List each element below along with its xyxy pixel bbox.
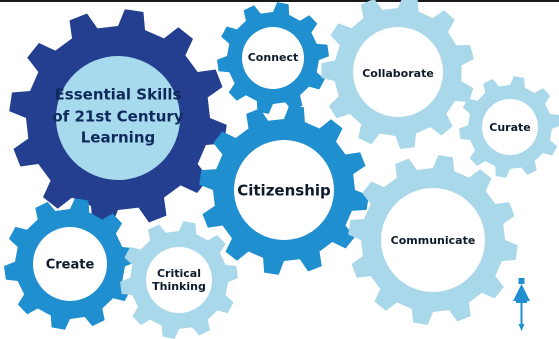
gear-connect-label: Connect <box>248 51 299 64</box>
gear-create-center <box>33 227 107 301</box>
gear-communicate-center <box>381 188 485 292</box>
gear-collaborate-center <box>353 27 443 117</box>
gear-citizenship-label: Citizenship <box>237 182 331 200</box>
gear-curate: Curate <box>459 76 559 178</box>
gear-collaborate: Collaborate <box>321 0 474 149</box>
gear-citizenship-center <box>234 140 334 240</box>
gear-critical-thinking: Critical Thinking <box>120 221 238 339</box>
gear-critical-thinking-center <box>146 247 212 313</box>
gear-essential-skills-center <box>56 56 180 180</box>
gear-communicate: Communicate <box>348 155 518 325</box>
gear-collaborate-label: Collaborate <box>362 67 434 80</box>
gear-critical-thinking-line-2: Thinking <box>152 280 206 293</box>
top-border-line <box>0 0 559 2</box>
gear-curate-label: Curate <box>489 121 530 134</box>
gear-connect: Connect <box>217 2 329 114</box>
gear-essential-skills-line-2: of 21st Century <box>52 108 183 126</box>
gear-essential-skills-line-1: Essential Skills <box>55 86 182 104</box>
gear-critical-thinking-line-1: Critical <box>157 267 201 280</box>
gear-connect-center <box>242 27 304 89</box>
gear-create-label: Create <box>46 258 95 273</box>
gear-essential-skills: Essential Skills of 21st Century Learnin… <box>9 9 227 227</box>
figure-logo-icon <box>513 278 530 331</box>
gear-essential-skills-line-3: Learning <box>81 129 156 147</box>
gear-communicate-label: Communicate <box>391 234 476 247</box>
gear-create: Create <box>4 198 136 330</box>
gear-citizenship: Citizenship <box>199 105 369 275</box>
gear-curate-center <box>482 99 538 155</box>
